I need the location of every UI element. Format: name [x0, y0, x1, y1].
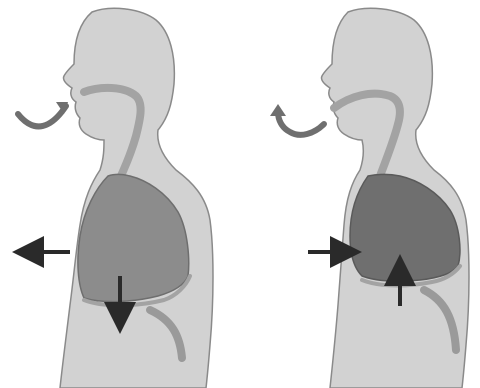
panel-exhalation	[270, 8, 469, 388]
panel-inhalation	[18, 8, 213, 388]
breath-out-arrowhead	[270, 104, 286, 116]
breath-in-arrow-icon	[18, 106, 66, 126]
